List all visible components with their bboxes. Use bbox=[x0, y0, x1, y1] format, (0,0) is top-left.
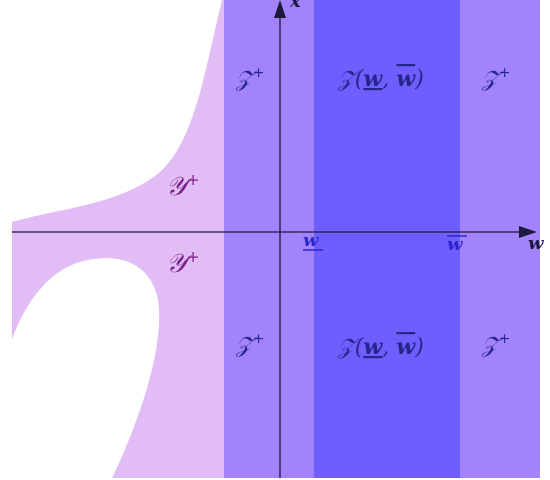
z-plus-label-left-top: 𝒵+ bbox=[235, 65, 264, 92]
z-plus-label-right-top: 𝒵+ bbox=[481, 65, 510, 92]
z-plus-base: 𝒵 bbox=[481, 67, 504, 92]
z-center-prefix: 𝒵( bbox=[337, 335, 364, 360]
z-center-comma: , bbox=[382, 335, 396, 360]
z-center-w-underlined: w bbox=[363, 66, 383, 92]
z-plus-base: 𝒵 bbox=[481, 333, 504, 358]
z-plus-sup: + bbox=[253, 331, 265, 347]
z-center-w-underlined: w bbox=[363, 334, 383, 360]
y-region-lower bbox=[12, 232, 228, 478]
y-plus-sup: + bbox=[186, 247, 199, 266]
z-plus-label-right-bottom: 𝒵+ bbox=[481, 331, 510, 358]
z-plus-sup: + bbox=[253, 65, 265, 81]
w-upper-marker: w bbox=[447, 234, 464, 255]
vertical-axis-label: x bbox=[289, 0, 301, 12]
z-plus-sup: + bbox=[499, 65, 511, 81]
z-center-suffix: ) bbox=[414, 67, 424, 92]
z-plus-base: 𝒵 bbox=[235, 333, 258, 358]
y-plus-sup: + bbox=[186, 170, 199, 189]
horizontal-axis-label: w bbox=[528, 233, 545, 254]
z-plus-sup: + bbox=[499, 331, 511, 347]
z-center-comma: , bbox=[382, 67, 396, 92]
vertical-axis-arrow bbox=[274, 0, 286, 18]
z-center-w-overlined: w bbox=[396, 66, 416, 92]
z-center-prefix: 𝒵( bbox=[337, 67, 364, 92]
horizontal-axis-arrow bbox=[519, 226, 537, 238]
z-center-w-overlined: w bbox=[396, 334, 416, 360]
z-center-label-bottom: 𝒵(w, w) bbox=[337, 334, 424, 360]
z-plus-base: 𝒵 bbox=[235, 67, 258, 92]
z-center-band bbox=[314, 0, 460, 478]
z-center-label-top: 𝒵(w, w) bbox=[337, 66, 424, 92]
y-region-upper bbox=[12, 0, 228, 232]
z-center-suffix: ) bbox=[414, 335, 424, 360]
w-lower-marker: w bbox=[303, 230, 320, 251]
z-plus-label-left-bottom: 𝒵+ bbox=[235, 331, 264, 358]
